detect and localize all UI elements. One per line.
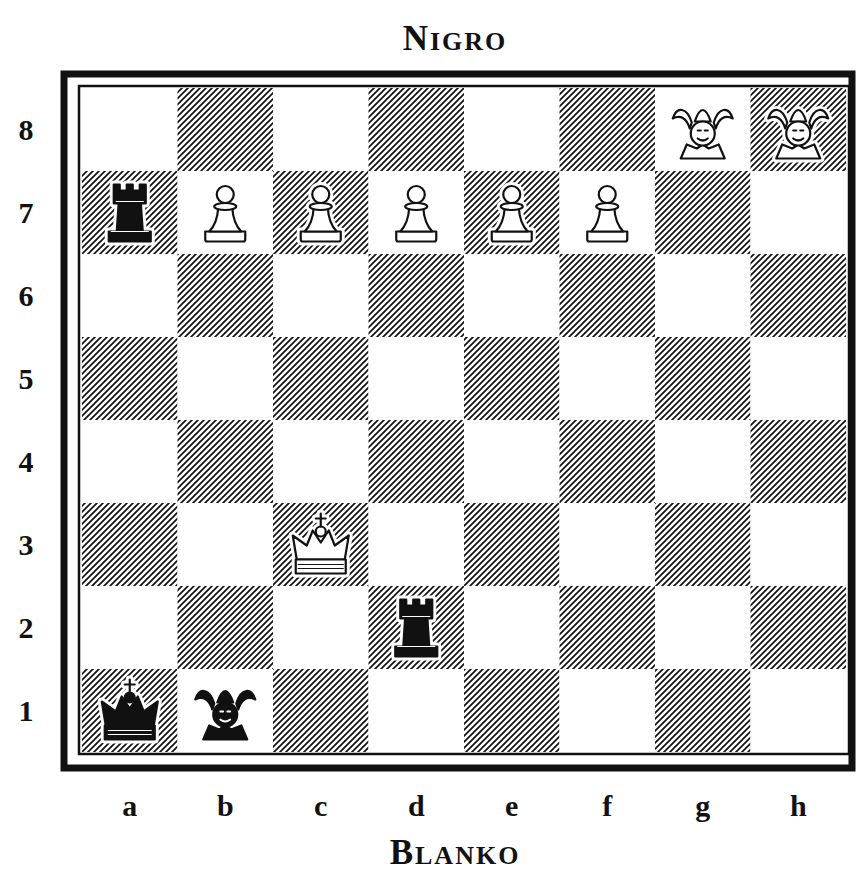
coordinate-label: h <box>790 791 807 821</box>
board-square <box>655 171 751 254</box>
board-square <box>178 669 274 752</box>
board-square <box>369 88 465 171</box>
board-square <box>82 503 178 586</box>
board-square <box>464 586 560 669</box>
board-frame <box>64 74 852 768</box>
board-square <box>560 586 656 669</box>
board-square <box>751 503 847 586</box>
coordinate-label: f <box>602 791 612 821</box>
board-square <box>560 420 656 503</box>
black-rook <box>109 185 151 242</box>
board-square <box>369 420 465 503</box>
board-square <box>178 337 274 420</box>
board-square <box>82 420 178 503</box>
side-label: BLANKO <box>390 835 521 870</box>
board-square <box>273 420 369 503</box>
board-square <box>560 669 656 752</box>
board-frame-inner <box>79 86 849 754</box>
white-king <box>293 514 349 574</box>
board-square <box>273 171 369 254</box>
board-square <box>273 669 369 752</box>
board-square <box>655 420 751 503</box>
board-square <box>82 254 178 337</box>
black-rook <box>395 600 437 657</box>
black-king <box>102 680 158 740</box>
board-square <box>369 669 465 752</box>
side-label: NIGRO <box>403 21 508 56</box>
board-square <box>751 254 847 337</box>
board-square <box>369 171 465 254</box>
board-square <box>369 254 465 337</box>
board-square <box>178 586 274 669</box>
board-square <box>751 337 847 420</box>
board-square <box>273 88 369 171</box>
board-square <box>655 337 751 420</box>
board-square <box>369 503 465 586</box>
board-square <box>82 337 178 420</box>
board-square <box>178 171 274 254</box>
board-square <box>82 88 178 171</box>
board-square <box>464 254 560 337</box>
board-square <box>82 669 178 752</box>
coordinate-label: 6 <box>19 281 34 311</box>
white-jester <box>673 110 733 159</box>
board-square <box>273 586 369 669</box>
coordinate-label: 5 <box>19 364 34 394</box>
board-square <box>464 337 560 420</box>
white-jester <box>768 110 828 159</box>
board-square <box>560 503 656 586</box>
white-pawn <box>301 186 341 242</box>
coordinate-label: g <box>695 791 710 821</box>
board-square <box>273 254 369 337</box>
coordinate-label: a <box>122 791 137 821</box>
board-square <box>464 171 560 254</box>
board-square <box>273 503 369 586</box>
board-square <box>655 88 751 171</box>
board-square <box>82 171 178 254</box>
board-square <box>178 88 274 171</box>
board-square <box>273 337 369 420</box>
board-square <box>560 88 656 171</box>
board-square <box>751 88 847 171</box>
board-square <box>560 337 656 420</box>
board-square <box>464 669 560 752</box>
board-square <box>560 171 656 254</box>
board-square <box>178 254 274 337</box>
white-pawn <box>396 186 436 242</box>
board-square <box>655 503 751 586</box>
board-square <box>369 337 465 420</box>
board-square <box>178 503 274 586</box>
coordinate-label: 2 <box>19 613 34 643</box>
coordinate-label: b <box>217 791 234 821</box>
white-pawn <box>587 186 627 242</box>
coordinate-label: 7 <box>19 198 34 228</box>
board-square <box>751 420 847 503</box>
board-square <box>82 586 178 669</box>
coordinate-label: c <box>314 791 327 821</box>
board-square <box>655 254 751 337</box>
coordinate-label: 1 <box>19 696 34 726</box>
black-jester <box>195 691 255 740</box>
board-square <box>369 586 465 669</box>
board-square <box>655 586 751 669</box>
board-square <box>178 420 274 503</box>
board-square <box>464 420 560 503</box>
coordinate-label: 8 <box>19 115 34 145</box>
board-square <box>751 171 847 254</box>
coordinate-label: e <box>505 791 518 821</box>
coordinate-label: 4 <box>19 447 34 477</box>
board-square <box>464 88 560 171</box>
board-square <box>751 669 847 752</box>
board-square <box>560 254 656 337</box>
board-square <box>655 669 751 752</box>
board-square <box>464 503 560 586</box>
coordinate-label: d <box>408 791 425 821</box>
white-pawn <box>492 186 532 242</box>
board-square <box>751 586 847 669</box>
white-pawn <box>205 186 245 242</box>
squares <box>82 88 846 752</box>
coordinate-label: 3 <box>19 530 34 560</box>
